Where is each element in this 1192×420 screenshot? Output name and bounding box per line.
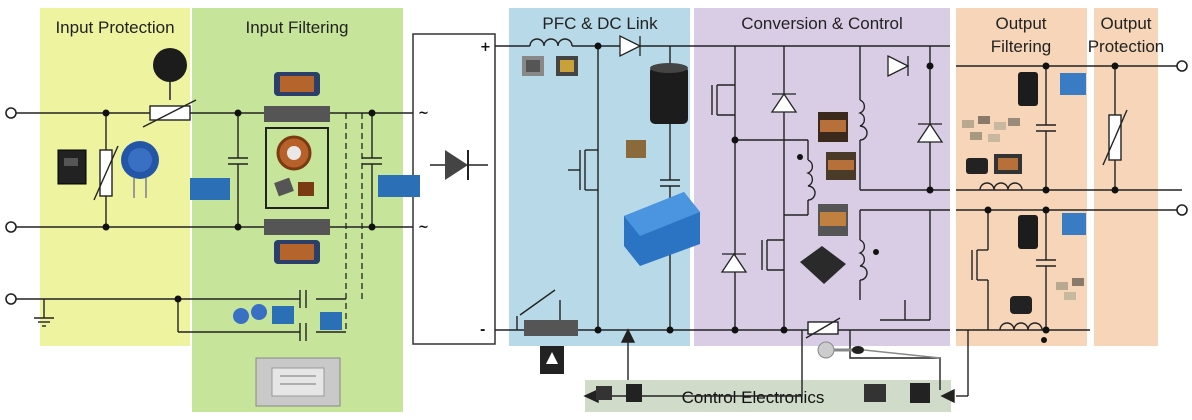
control-electronics-label: Control Electronics [682,388,825,407]
output-filtering-title-line1: Output [995,14,1046,33]
x-capacitor-icon [190,175,420,200]
smd-capacitor-icon [962,116,1084,300]
common-mode-choke-icon [264,72,330,264]
power-inductor-icon [966,154,1032,314]
output-protection-title-line2: Protection [1088,37,1165,56]
input-protection-title: Input Protection [55,18,174,37]
rectifier-ac-top-label: ~ [418,106,429,121]
rectifier-minus-label: - [480,323,485,338]
terminals [5,60,1188,305]
resistor-symbols [93,99,1128,339]
output-protection-panel [1094,8,1158,346]
film-capacitor-icon [626,73,1086,235]
control-electronics-components [596,383,930,403]
junction-dots [102,42,1119,343]
bridge-rectifier-diode-symbol [430,150,488,180]
output-protection-title-line1: Output [1100,14,1151,33]
current-sensor-icon [524,320,578,374]
dashed-connections [345,113,363,332]
output-filtering-title-line2: Filtering [991,37,1051,56]
conversion-control-title: Conversion & Control [741,14,903,33]
ntc-thermistor-icon [153,48,187,100]
diode-symbols [619,34,944,273]
temperature-sensor-icon [817,341,941,359]
input-filtering-title: Input Filtering [246,18,349,37]
electrolytic-capacitor-icon [650,63,1038,249]
rectifier-plus-label: + [480,40,491,55]
pfc-dc-link-title: PFC & DC Link [542,14,658,33]
coil-symbols [529,38,1043,331]
relay-icon [624,192,700,266]
pfc-inductor-icon [522,56,578,76]
conversion-control-panel [694,8,950,346]
varistor-icon [57,141,159,198]
y-capacitor-icon [233,304,342,330]
control-arrows [583,328,955,404]
transformer-icon [800,112,856,284]
emi-filter-module-icon [255,357,341,407]
rectifier-ac-bottom-label: ~ [418,220,429,235]
toroid-choke-icon [265,127,329,209]
rectifier-box [412,33,496,345]
